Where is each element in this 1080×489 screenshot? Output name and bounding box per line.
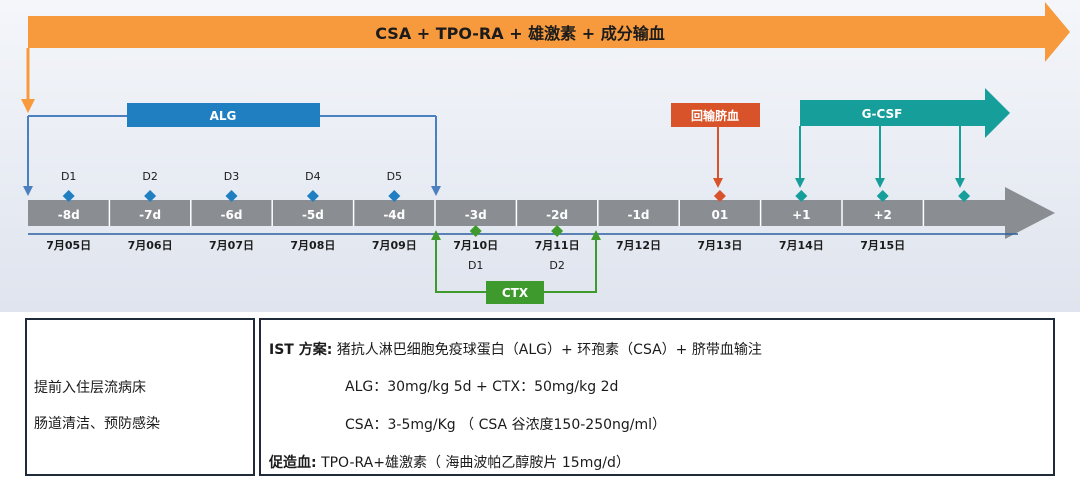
ctx-day-marker xyxy=(469,225,482,237)
cord-blood-label: 回输脐血 xyxy=(691,108,739,123)
alg-day-marker xyxy=(62,190,75,202)
timeline-bar xyxy=(28,187,1055,239)
ist-text: 猪抗人淋巴细胞免疫球蛋白（ALG）+ 环孢素（CSA）+ 脐带血输注 xyxy=(336,342,762,358)
timeline-date-label: 7月13日 xyxy=(697,239,742,252)
preparation-line-1: 提前入住层流病床 xyxy=(34,380,146,396)
banner-title: CSA + TPO-RA + 雄激素 + 成分输血 xyxy=(375,24,664,43)
ctx-label: CTX xyxy=(502,286,529,300)
timeline-day-label: -4d xyxy=(383,208,405,222)
timeline-date-label: 7月15日 xyxy=(860,239,905,252)
alg-day-marker xyxy=(144,190,157,202)
timeline-date-label: 7月11日 xyxy=(535,239,580,252)
alg-day-label: D5 xyxy=(387,170,402,183)
banner-arrow xyxy=(28,2,1070,62)
timeline-date-label: 7月14日 xyxy=(779,239,824,252)
gcsf-marker xyxy=(795,190,808,202)
alg-day-label: D4 xyxy=(305,170,320,183)
alg-day-label: D3 xyxy=(224,170,239,183)
alg-box xyxy=(127,103,320,127)
alg-day-marker xyxy=(306,190,319,202)
ctx-day-marker xyxy=(551,225,564,237)
cord-blood-marker xyxy=(713,190,726,202)
timeline-marks: -8d -7d -6d -5d -4d -3d -2d -1d 01 +1 +2 7月05日 7月06日… xyxy=(46,170,971,272)
timeline-date-label: 7月09日 xyxy=(372,239,417,252)
gcsf-arrow xyxy=(800,88,1010,138)
gcsf-marker xyxy=(876,190,889,202)
timeline-day-label: +2 xyxy=(873,208,891,222)
timeline-date-label: 7月07日 xyxy=(209,239,254,252)
promote-row: 促造血: TPO-RA+雄激素（ 海曲波帕乙醇胺片 15mg/d） xyxy=(269,452,630,472)
timeline-day-label: -5d xyxy=(302,208,324,222)
timeline-day-label: -3d xyxy=(465,208,487,222)
alg-dose-line: ALG：30mg/kg 5d + CTX：50mg/kg 2d xyxy=(345,379,619,395)
timeline-date-label: 7月06日 xyxy=(128,239,173,252)
gcsf-marker xyxy=(958,190,971,202)
alg-day-label: D2 xyxy=(142,170,157,183)
gcsf-label: G-CSF xyxy=(862,107,903,121)
ctx-day-label: D2 xyxy=(549,259,564,272)
ctx-box xyxy=(486,281,544,304)
timeline-day-label: 01 xyxy=(712,208,729,222)
timeline-day-label: -7d xyxy=(139,208,161,222)
timeline-svg: CSA + TPO-RA + 雄激素 + 成分输血 ALG 回输脐血 G-CSF… xyxy=(21,2,1070,304)
timeline-date-label: 7月05日 xyxy=(46,239,91,252)
alg-day-marker xyxy=(225,190,238,202)
cord-blood-box xyxy=(671,103,760,127)
alg-day-marker xyxy=(388,190,401,202)
timeline-date-label: 7月10日 xyxy=(453,239,498,252)
alg-label: ALG xyxy=(210,109,237,123)
promote-text: TPO-RA+雄激素（ 海曲波帕乙醇胺片 15mg/d） xyxy=(321,455,630,471)
timeline-day-label: +1 xyxy=(792,208,810,222)
timeline-day-label: -8d xyxy=(58,208,80,222)
csa-dose-line: CSA：3-5mg/Kg （ CSA 谷浓度150-250ng/ml） xyxy=(345,417,667,433)
promote-label: 促造血: xyxy=(269,455,317,471)
ctx-day-label: D1 xyxy=(468,259,483,272)
ist-row: IST 方案: 猪抗人淋巴细胞免疫球蛋白（ALG）+ 环孢素（CSA）+ 脐带血… xyxy=(269,339,762,359)
timeline-date-label: 7月12日 xyxy=(616,239,661,252)
ist-label: IST 方案: xyxy=(269,342,333,358)
timeline-day-label: -2d xyxy=(546,208,568,222)
timeline-date-label: 7月08日 xyxy=(290,239,335,252)
timeline-day-label: -6d xyxy=(221,208,243,222)
timeline-panel xyxy=(0,0,1080,312)
regimen-box xyxy=(259,318,1055,476)
alg-day-label: D1 xyxy=(61,170,76,183)
timeline-day-label: -1d xyxy=(628,208,650,222)
preparation-box xyxy=(25,318,255,476)
preparation-line-2: 肠道清洁、预防感染 xyxy=(34,416,160,432)
